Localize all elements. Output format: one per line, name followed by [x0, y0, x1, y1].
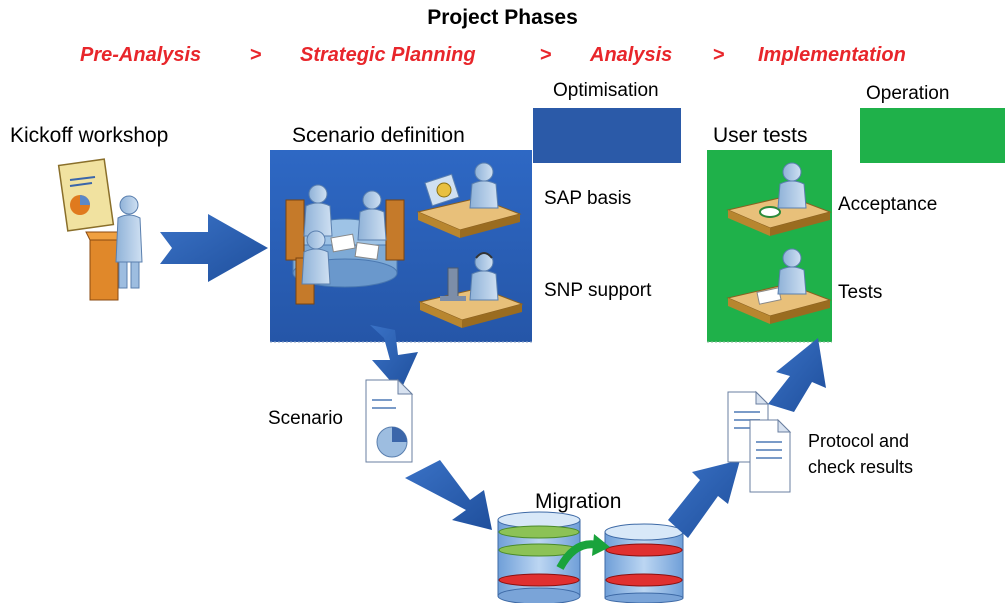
scenario-label: Scenario: [268, 408, 343, 429]
migration-arrow-head: [592, 534, 610, 556]
sap-basis-label: SAP basis: [544, 188, 632, 209]
flow-arrow: [160, 214, 268, 282]
snp-support-label: SNP support: [544, 280, 652, 301]
document-icon: [749, 418, 792, 493]
phase-strategic-planning: Strategic Planning: [300, 44, 476, 66]
meeting-icon: [285, 184, 405, 305]
presenter-icon: [57, 158, 143, 301]
user-tests-label: User tests: [713, 124, 808, 147]
optimisation-bar: [533, 108, 681, 163]
phase-implementation: Implementation: [758, 44, 906, 66]
desk-worker-icon: [416, 162, 522, 238]
tests-label: Tests: [838, 282, 883, 303]
phase-separator: >: [713, 44, 725, 66]
document-icon: [365, 378, 414, 463]
operation-bar: [860, 108, 1005, 163]
kickoff-label: Kickoff workshop: [10, 124, 169, 147]
protocol-label-line1: Protocol and: [808, 431, 910, 451]
diagram-title: Project Phases: [427, 6, 578, 29]
headset-worker-icon: [418, 252, 524, 328]
phase-analysis: Analysis: [590, 44, 673, 66]
scenario-definition-label: Scenario definition: [292, 124, 465, 147]
flow-arrow: [370, 325, 418, 392]
optimisation-label: Optimisation: [553, 80, 659, 101]
phase-separator: >: [250, 44, 262, 66]
database-icon: [604, 523, 684, 603]
protocol-label: Protocol and check results: [808, 428, 913, 480]
phase-pre-analysis: Pre-Analysis: [80, 44, 202, 66]
desk-worker-icon: [726, 248, 832, 324]
database-icon: [497, 511, 581, 603]
migration-label: Migration: [535, 490, 622, 513]
acceptance-label: Acceptance: [838, 194, 938, 215]
phase-separator: >: [540, 44, 552, 66]
flow-arrow: [768, 338, 826, 412]
operation-label: Operation: [866, 83, 950, 104]
desk-worker-icon: [726, 162, 832, 236]
protocol-label-line2: check results: [808, 457, 914, 477]
flow-arrow: [405, 460, 492, 530]
flow-arrow: [668, 460, 740, 538]
